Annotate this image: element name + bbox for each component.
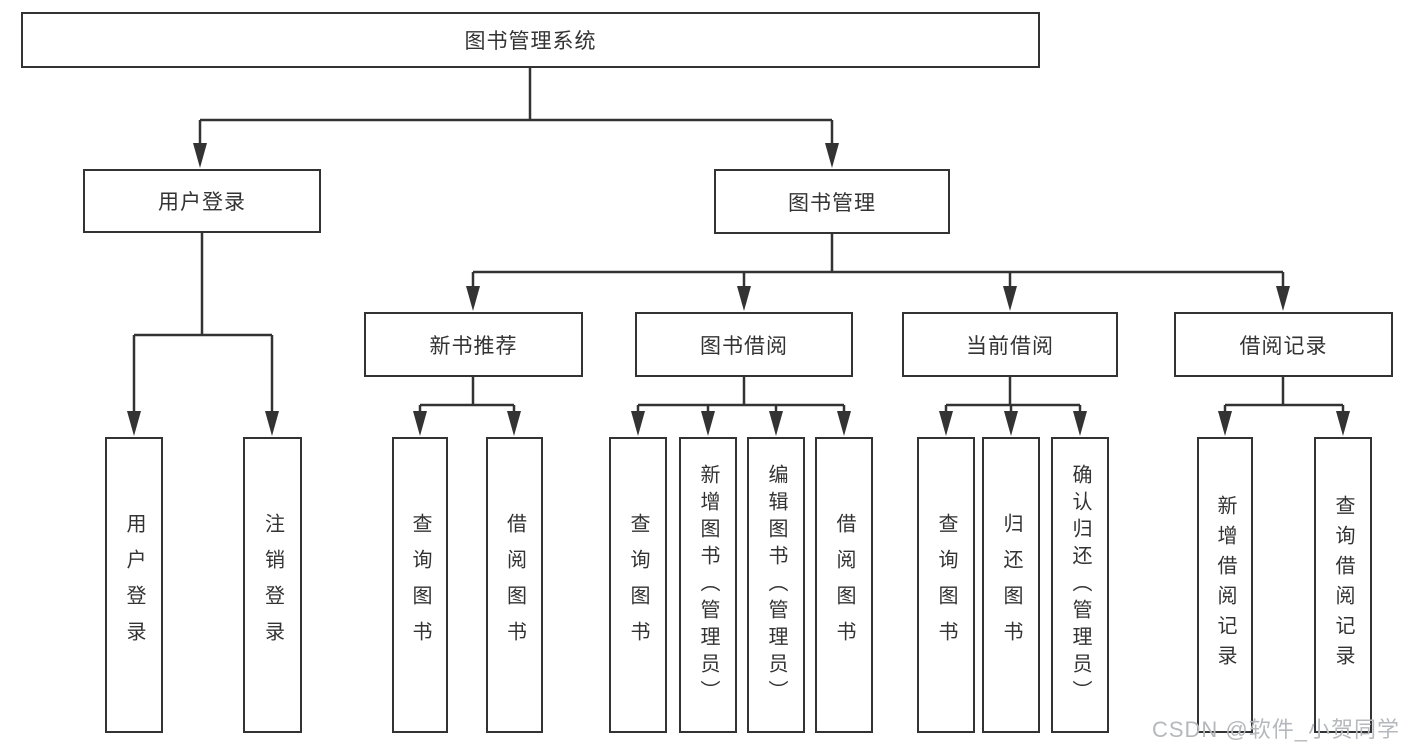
arrow-down-icon: [466, 286, 480, 311]
leaf-edit-books-admin: 编辑图书（管理员）: [747, 437, 805, 733]
node-user-login: 用户登录: [83, 169, 321, 233]
arrow-down-icon: [1004, 411, 1018, 436]
node-label: 图书管理: [788, 191, 876, 215]
arrow-down-icon: [837, 411, 851, 436]
arrow-down-icon: [1336, 411, 1350, 436]
leaf-query-books-recommend: 查询图书: [392, 437, 448, 733]
node-label: 图书借阅: [700, 334, 788, 358]
arrow-down-icon: [939, 411, 953, 436]
node-label: 确认归还（管理员）: [1069, 463, 1091, 707]
leaf-borrow-books-borrowing: 借阅图书: [815, 437, 873, 733]
connector-new-book-recommend-branch: [413, 377, 521, 436]
connector-borrowing-records-branch: [1218, 377, 1350, 436]
arrow-down-icon: [413, 411, 427, 436]
node-label: 归还图书: [1000, 513, 1022, 657]
node-label: 用户登录: [123, 513, 145, 657]
arrow-down-icon: [1218, 411, 1232, 436]
arrow-down-icon: [701, 411, 715, 436]
leaf-query-books-borrowing: 查询图书: [609, 437, 667, 733]
connector-root-to-level2: [193, 68, 839, 168]
node-label: 查询图书: [409, 513, 431, 657]
leaf-borrow-books-recommend: 借阅图书: [486, 437, 543, 733]
arrow-down-icon: [1073, 411, 1087, 436]
node-label: 查询借阅记录: [1332, 495, 1354, 675]
leaf-user-login: 用户登录: [105, 437, 163, 733]
node-label: 新增借阅记录: [1214, 495, 1236, 675]
connector-user-login-branch: [127, 233, 279, 436]
connector-book-management-branch: [466, 234, 1290, 311]
leaf-query-borrow-record: 查询借阅记录: [1314, 437, 1372, 733]
leaf-confirm-return-admin: 确认归还（管理员）: [1051, 437, 1109, 733]
arrow-down-icon: [507, 411, 521, 436]
arrow-down-icon: [193, 143, 207, 168]
node-label: 新书推荐: [429, 334, 518, 358]
node-current-borrowing: 当前借阅: [902, 312, 1118, 377]
arrow-down-icon: [825, 143, 839, 168]
arrow-down-icon: [631, 411, 645, 436]
arrow-down-icon: [127, 411, 141, 436]
node-label: 借阅图书: [833, 513, 855, 657]
arrow-down-icon: [1276, 286, 1290, 311]
node-label: 用户登录: [158, 191, 246, 214]
leaf-query-books-current: 查询图书: [917, 437, 975, 733]
leaf-logout: 注销登录: [243, 437, 302, 733]
leaf-add-books-admin: 新增图书（管理员）: [679, 437, 737, 733]
arrow-down-icon: [769, 411, 783, 436]
node-book-management: 图书管理: [714, 169, 950, 234]
leaf-return-books: 归还图书: [982, 437, 1040, 733]
node-label: 查询图书: [627, 513, 649, 657]
node-label: 编辑图书（管理员）: [765, 463, 787, 707]
node-label: 查询图书: [935, 513, 957, 657]
arrow-down-icon: [737, 286, 751, 311]
arrow-down-icon: [265, 411, 279, 436]
node-label: 注销登录: [261, 513, 284, 657]
connector-current-borrowing-branch: [939, 377, 1087, 436]
node-borrowing-records: 借阅记录: [1174, 312, 1393, 377]
node-label: 图书管理系统: [464, 30, 597, 53]
leaf-add-borrow-record: 新增借阅记录: [1197, 437, 1253, 733]
connector-book-borrowing-branch: [631, 377, 851, 436]
csdn-watermark: CSDN @软件_小贺同学: [1151, 717, 1400, 742]
node-label: 借阅图书: [503, 513, 526, 657]
node-label: 当前借阅: [966, 334, 1054, 358]
node-label: 新增图书（管理员）: [697, 463, 719, 707]
arrow-down-icon: [1003, 286, 1017, 311]
node-label: 借阅记录: [1239, 334, 1328, 358]
node-new-book-recommend: 新书推荐: [364, 312, 583, 377]
node-library-management-system: 图书管理系统: [21, 12, 1040, 68]
node-book-borrowing: 图书借阅: [635, 312, 853, 377]
